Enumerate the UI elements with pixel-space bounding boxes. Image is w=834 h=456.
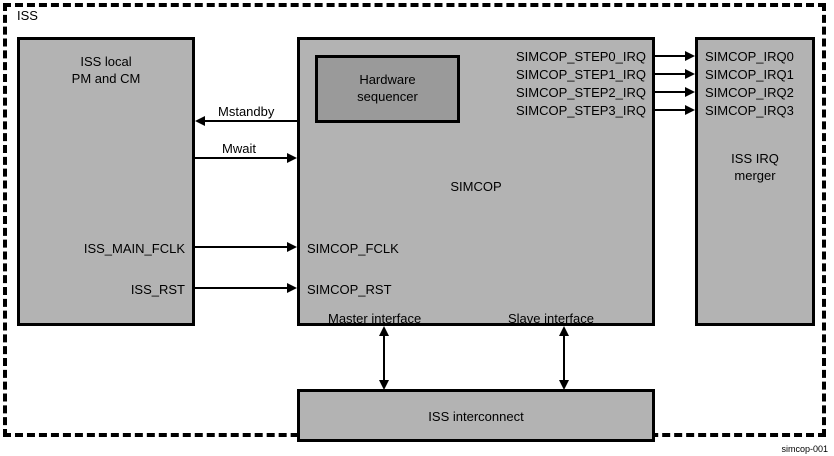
signal-label-simcop-step0-irq: SIMCOP_STEP0_IRQ — [515, 49, 646, 64]
block-iss-interconnect-label: ISS interconnect — [428, 409, 524, 424]
signal-label-simcop-irq0: SIMCOP_IRQ0 — [705, 49, 794, 64]
figure-caption: simcop-001 — [781, 444, 828, 454]
signal-label-iss-main-fclk: ISS_MAIN_FCLK — [83, 241, 185, 256]
signal-label-simcop-irq1: SIMCOP_IRQ1 — [705, 67, 794, 82]
connector-step0-irq-arrowhead — [685, 51, 695, 61]
signal-label-mstandby: Mstandby — [218, 104, 275, 119]
connector-master-bus-line — [383, 330, 385, 388]
connector-step3-irq-line — [655, 109, 687, 111]
block-hardware-sequencer-label: Hardware sequencer — [357, 72, 418, 104]
connector-step3-irq-arrowhead — [685, 105, 695, 115]
connector-step1-irq-line — [655, 73, 687, 75]
signal-label-simcop-step1-irq: SIMCOP_STEP1_IRQ — [515, 67, 646, 82]
signal-label-simcop-step3-irq: SIMCOP_STEP3_IRQ — [515, 103, 646, 118]
connector-rst-arrowhead — [287, 283, 297, 293]
signal-label-iss-rst: ISS_RST — [130, 282, 185, 297]
connector-step1-irq-arrowhead — [685, 69, 695, 79]
signal-label-mwait: Mwait — [222, 141, 256, 156]
connector-step0-irq-line — [655, 55, 687, 57]
connector-step2-irq-arrowhead — [685, 87, 695, 97]
connector-mwait-line — [195, 157, 288, 159]
connector-rst-line — [195, 287, 288, 289]
signal-label-simcop-irq3: SIMCOP_IRQ3 — [705, 103, 794, 118]
connector-master-bus-arrowhead-up — [379, 326, 389, 336]
connector-slave-bus-arrowhead-down — [559, 380, 569, 390]
block-iss-local-pm-cm-label: ISS local PM and CM — [71, 54, 141, 86]
block-iss-interconnect: ISS interconnect — [297, 389, 655, 442]
connector-slave-bus-line — [563, 330, 565, 388]
connector-mwait-arrowhead — [287, 153, 297, 163]
connector-slave-bus-arrowhead-up — [559, 326, 569, 336]
connector-fclk-line — [195, 246, 288, 248]
signal-label-simcop-fclk: SIMCOP_FCLK — [307, 241, 399, 256]
block-iss-irq-merger: SIMCOP_IRQ0 SIMCOP_IRQ1 SIMCOP_IRQ2 SIMC… — [695, 37, 815, 326]
connector-step2-irq-line — [655, 91, 687, 93]
connector-fclk-arrowhead — [287, 242, 297, 252]
block-simcop-label: SIMCOP — [450, 179, 502, 194]
signal-label-simcop-irq2: SIMCOP_IRQ2 — [705, 85, 794, 100]
signal-label-simcop-step2-irq: SIMCOP_STEP2_IRQ — [515, 85, 646, 100]
connector-master-bus-arrowhead-down — [379, 380, 389, 390]
label-master-interface: Master interface — [328, 311, 422, 326]
connector-mstandby-arrowhead — [195, 116, 205, 126]
label-slave-interface: Slave interface — [508, 311, 594, 326]
block-iss-local-pm-cm: ISS local PM and CM ISS_MAIN_FCLK ISS_RS… — [17, 37, 195, 326]
iss-boundary-label: ISS — [14, 8, 41, 23]
connector-mstandby-line — [205, 120, 298, 122]
block-hardware-sequencer: Hardware sequencer — [315, 55, 460, 123]
signal-label-simcop-rst: SIMCOP_RST — [307, 282, 392, 297]
block-simcop: SIMCOP Hardware sequencer SIMCOP_STEP0_I… — [297, 37, 655, 326]
block-iss-irq-merger-label: ISS IRQ merger — [731, 151, 779, 183]
